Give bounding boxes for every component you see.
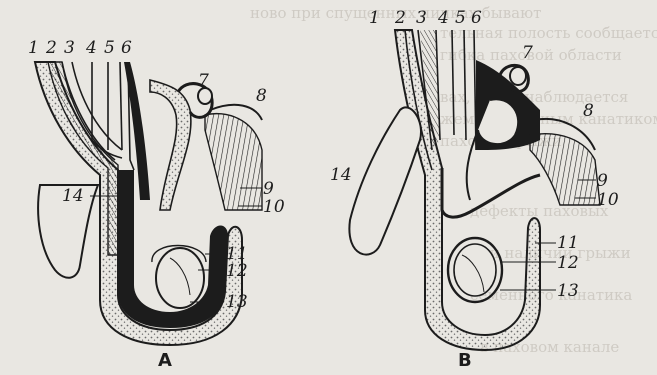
panel-b-number-6: 6 — [471, 8, 482, 28]
panel-a-number-7: 7 — [198, 71, 209, 91]
panel-a-number-6: 6 — [121, 38, 132, 58]
panel-a-label: А — [158, 350, 172, 371]
panel-b-number-11: 11 — [557, 233, 579, 253]
panel-b-label: В — [458, 350, 472, 371]
panel-a-number-4: 4 — [85, 38, 97, 58]
panel-b-number-13: 13 — [557, 281, 579, 301]
panel-b-number-5: 5 — [455, 8, 466, 28]
panel-b-number-4: 4 — [437, 8, 449, 28]
bg-line: семенного канатика — [470, 286, 632, 304]
panel-b-number-8: 8 — [583, 101, 594, 121]
panel-a-number-10: 10 — [263, 197, 285, 217]
panel-b-number-3: 3 — [416, 8, 427, 28]
panel-a-number-14: 14 — [62, 186, 84, 206]
panel-b-number-12: 12 — [557, 253, 579, 273]
panel-a-number-9: 9 — [263, 179, 274, 199]
panel-a-number-8: 8 — [256, 86, 267, 106]
panel-b-number-2: 2 — [394, 8, 406, 28]
panel-a-number-2: 2 — [45, 38, 57, 58]
panel-b-number-9: 9 — [597, 171, 608, 191]
panel-b-number-7: 7 — [522, 43, 533, 63]
panel-b-number-10: 10 — [597, 190, 619, 210]
panel-b-number-1: 1 — [369, 8, 380, 28]
panel-a-number-5: 5 — [104, 38, 115, 58]
panel-a-number-3: 3 — [64, 38, 75, 58]
bg-line: вах, когда наблюдается — [440, 88, 628, 106]
panel-b-number-14: 14 — [330, 165, 352, 185]
panel-a-number-13: 13 — [226, 292, 248, 312]
panel-a-number-1: 1 — [28, 38, 39, 58]
panel-a-number-12: 12 — [226, 261, 248, 281]
